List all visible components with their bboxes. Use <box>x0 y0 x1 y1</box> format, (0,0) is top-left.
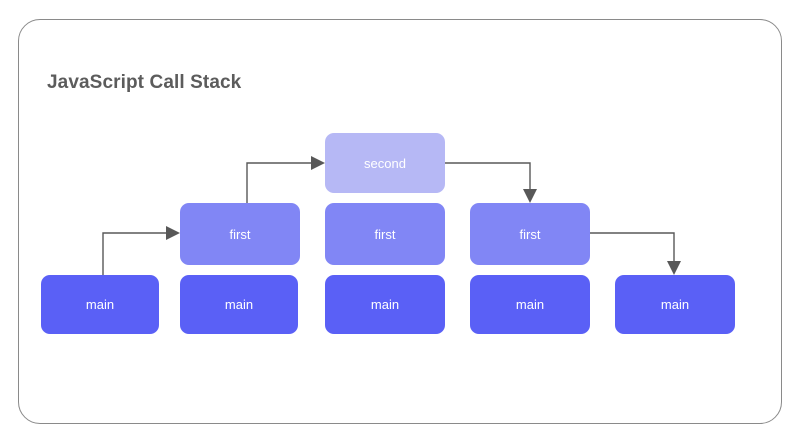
stack-frame-main-1[interactable]: main <box>41 275 159 334</box>
stack-frame-main-3[interactable]: main <box>325 275 445 334</box>
stack-frame-main-4[interactable]: main <box>470 275 590 334</box>
stack-frame-label: main <box>660 297 690 312</box>
stack-frame-label: second <box>364 155 406 171</box>
arrow-first3-to-main5-line <box>590 232 675 267</box>
stack-frame-main-5[interactable]: main <box>615 275 735 334</box>
stack-frame-first-2[interactable]: first <box>325 203 445 265</box>
arrow-second-to-first3 <box>445 162 537 203</box>
stack-frame-label: main <box>370 297 400 312</box>
stack-frame-first-1[interactable]: first <box>180 203 300 265</box>
arrow-second-to-first3-line <box>445 162 531 195</box>
page-title: JavaScript Call Stack <box>47 72 242 93</box>
stack-frame-label: main <box>224 297 254 312</box>
arrow-first1-to-second <box>246 156 325 203</box>
arrow-main1-to-first1 <box>102 226 180 275</box>
stack-frame-label: first <box>374 226 396 242</box>
stack-frame-second-1[interactable]: second <box>325 133 445 193</box>
stack-frame-label: first <box>519 226 541 242</box>
arrow-main1-to-first1-line <box>102 232 172 275</box>
arrow-first3-to-main5 <box>590 232 681 275</box>
arrow-first1-to-second-head-icon <box>311 156 325 170</box>
arrow-second-to-first3-head-icon <box>523 189 537 203</box>
stack-frame-label: first <box>229 226 251 242</box>
arrow-first1-to-second-line <box>246 162 317 203</box>
stack-frame-label: main <box>515 297 545 312</box>
arrow-main1-to-first1-head-icon <box>166 226 180 240</box>
stack-frame-main-2[interactable]: main <box>180 275 298 334</box>
stack-frame-label: main <box>85 297 115 312</box>
stack-frame-first-3[interactable]: first <box>470 203 590 265</box>
arrow-first3-to-main5-head-icon <box>667 261 681 275</box>
